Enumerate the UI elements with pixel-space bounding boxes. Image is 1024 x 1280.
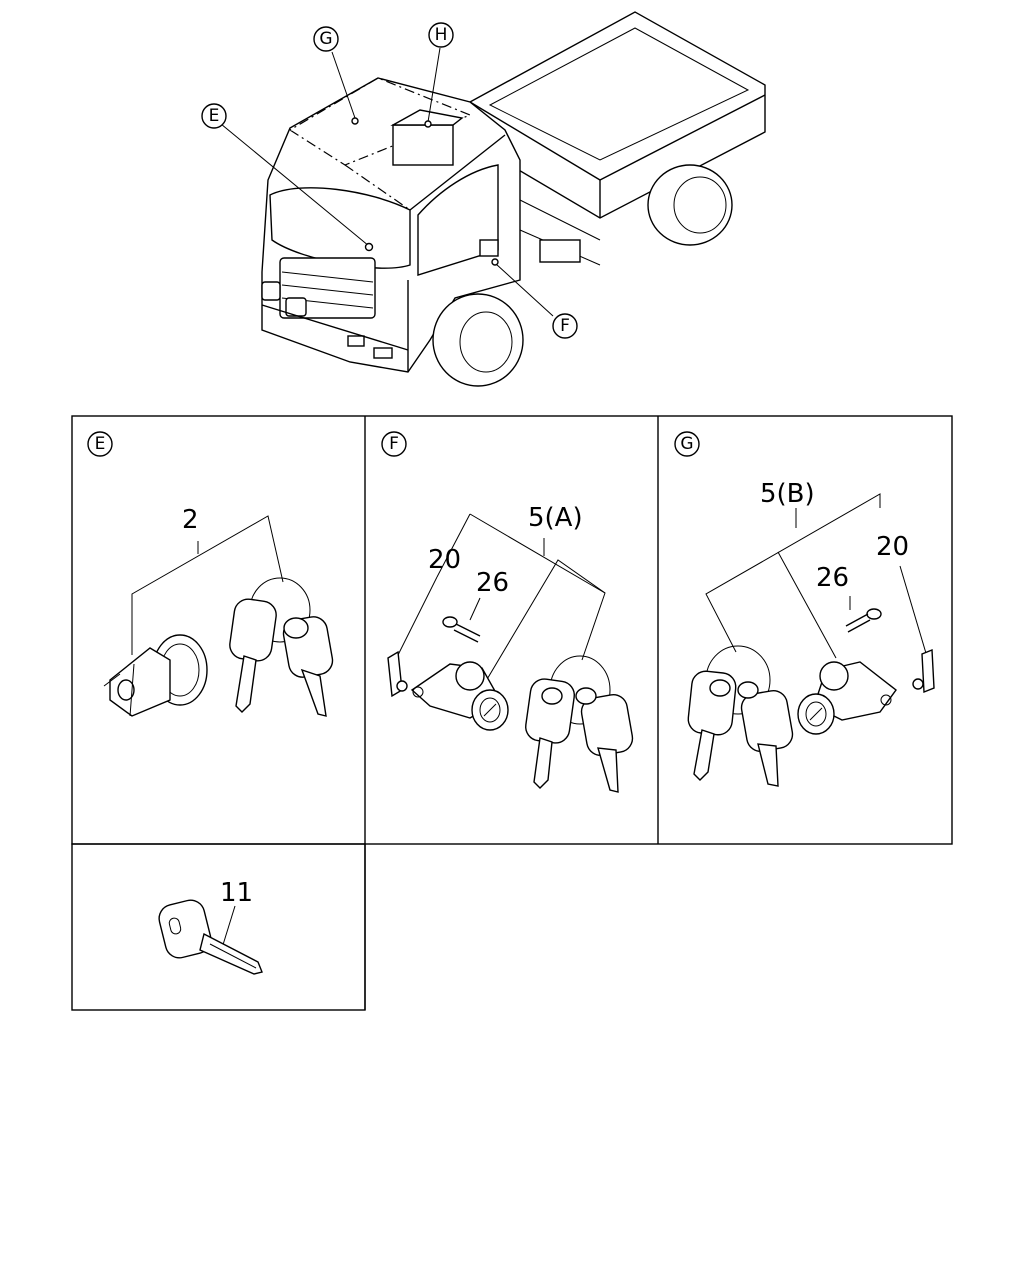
leader-E <box>220 123 370 247</box>
part-label-20-F: 20 <box>428 545 461 575</box>
panel-G-callout: G <box>674 431 700 457</box>
svg-text:E: E <box>209 106 220 126</box>
svg-text:F: F <box>389 434 399 454</box>
key-set-E <box>229 577 334 717</box>
panel-grid <box>71 415 953 1011</box>
screw-26-F <box>442 616 481 643</box>
key-set-G <box>687 645 794 787</box>
point-F <box>491 258 499 266</box>
leader-H <box>427 47 441 123</box>
truck-illustration: E G H F <box>201 11 766 387</box>
leader-G <box>331 51 356 119</box>
part-label-26-F: 26 <box>476 568 509 598</box>
cargo-bed <box>467 11 766 266</box>
part-label-26-G: 26 <box>816 563 849 593</box>
door-lock-cylinder-F <box>410 661 509 731</box>
svg-text:G: G <box>680 434 693 454</box>
svg-text:H: H <box>435 25 448 45</box>
callout-F: F <box>552 313 578 339</box>
part-label-20-G: 20 <box>876 532 909 562</box>
panel-F: F 20 26 5(A) <box>381 431 634 793</box>
panel-E: E 2 <box>87 431 334 717</box>
panel-key: 11 <box>158 878 263 975</box>
panel-F-callout: F <box>381 431 407 457</box>
key-set-F <box>525 655 634 793</box>
callout-E: E <box>201 103 227 129</box>
point-E <box>364 242 374 252</box>
part-label-5A: 5(A) <box>528 503 583 533</box>
callout-G: G <box>313 26 339 52</box>
svg-text:G: G <box>319 29 332 49</box>
clip-20-F <box>387 650 408 698</box>
ignition-lock-cylinder <box>103 634 208 717</box>
truck-cab <box>261 77 524 387</box>
part-label-2: 2 <box>182 505 199 535</box>
part-label-11: 11 <box>220 878 253 908</box>
callout-H: H <box>428 22 454 48</box>
part-label-5B: 5(B) <box>760 479 815 509</box>
leader-F <box>495 263 554 317</box>
panel-G: G 5(B) 26 20 <box>674 431 935 787</box>
point-H <box>424 120 432 128</box>
svg-text:F: F <box>560 316 570 336</box>
panel-E-callout: E <box>87 431 113 457</box>
blank-key-11 <box>158 899 263 975</box>
door-lock-cylinder-G <box>797 661 897 735</box>
screw-26-G <box>845 608 882 633</box>
point-G <box>351 117 359 125</box>
svg-text:E: E <box>95 434 106 454</box>
clip-20-G <box>912 648 935 694</box>
